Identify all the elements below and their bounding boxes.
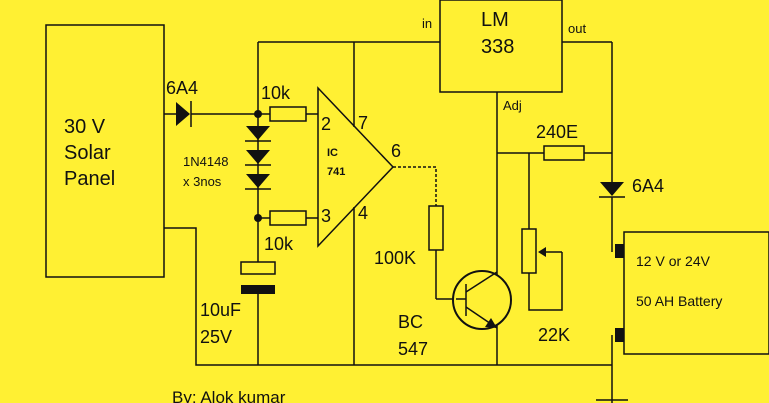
transistor-label-2: 547 <box>398 339 428 359</box>
battery-terminal-negative <box>615 328 624 342</box>
ic741-opamp <box>317 86 395 248</box>
battery <box>623 231 769 355</box>
resistor-10k-bottom <box>269 210 307 226</box>
solar-panel-line3: Panel <box>64 168 115 190</box>
capacitor-plate-top <box>240 261 276 275</box>
credit-text: By: Alok kumar <box>172 388 286 403</box>
resistor-100k <box>428 205 444 251</box>
lm338-regulator <box>439 0 563 93</box>
pot-label: 22K <box>538 325 570 345</box>
ic741-line2: 741 <box>327 166 345 178</box>
lm338-line2: 338 <box>481 36 514 58</box>
resistor-10k-top <box>269 106 307 122</box>
cap-voltage-label: 25V <box>200 327 232 347</box>
ic741-line1: IC <box>327 147 338 159</box>
solar-panel <box>45 24 165 278</box>
battery-line2: 50 AH Battery <box>636 293 722 309</box>
capacitor-plate-bottom <box>241 285 275 294</box>
resistor-10k-bottom-label: 10k <box>264 234 294 254</box>
output-diode-label: 6A4 <box>632 176 664 196</box>
ic741-pin3: 3 <box>321 206 331 226</box>
diode-string <box>245 126 271 190</box>
resistor-100k-label: 100K <box>374 248 416 268</box>
input-diode <box>176 101 192 127</box>
input-diode-label: 6A4 <box>166 78 198 98</box>
battery-line1: 12 V or 24V <box>636 253 711 269</box>
lm338-pin-in: in <box>422 16 432 31</box>
lm338-line1: LM <box>481 9 509 31</box>
ic741-pin7: 7 <box>358 113 368 133</box>
ic741-pin6: 6 <box>391 141 401 161</box>
lm338-pin-adj: Adj <box>503 98 522 113</box>
wire-pot-bottom <box>528 252 563 311</box>
solar-panel-line1: 30 V <box>64 116 106 138</box>
wire-ground-rail <box>164 227 612 366</box>
diode-string-label-2: x 3nos <box>183 174 222 189</box>
cap-value-label: 10uF <box>200 300 241 320</box>
wire-pin6 <box>393 166 437 206</box>
output-diode <box>599 182 625 198</box>
resistor-240e-label: 240E <box>536 122 578 142</box>
lm338-pin-out: out <box>568 21 586 36</box>
solar-panel-line2: Solar <box>64 142 111 164</box>
ic741-pin2: 2 <box>321 114 331 134</box>
pot-wiper-arrow <box>538 247 546 257</box>
resistor-10k-top-label: 10k <box>261 83 291 103</box>
potentiometer-22k <box>521 228 537 274</box>
transistor-label-1: BC <box>398 312 423 332</box>
resistor-240e <box>543 145 585 161</box>
diode-string-label-1: 1N4148 <box>183 154 229 169</box>
ic741-pin4: 4 <box>358 203 368 223</box>
bc547-transistor <box>452 270 512 330</box>
battery-terminal-positive <box>615 244 624 258</box>
